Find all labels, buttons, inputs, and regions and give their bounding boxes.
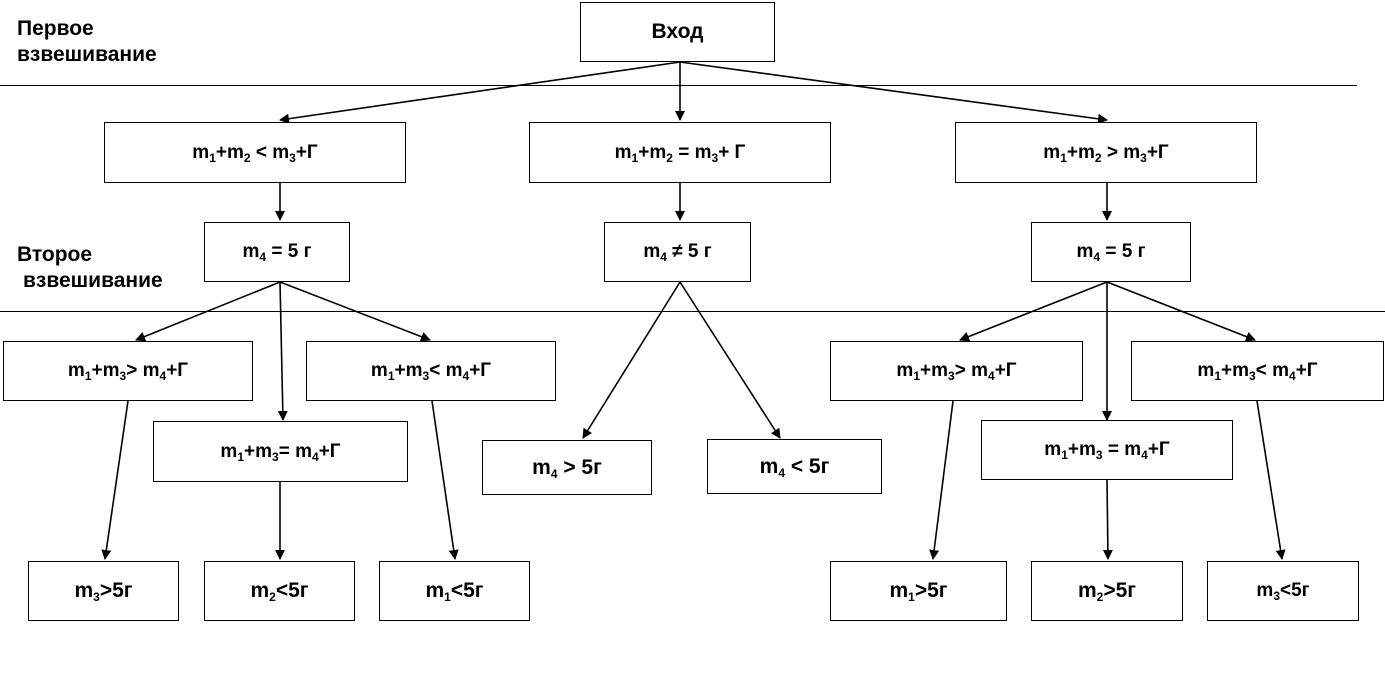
node-left-comparison: m1+m2 < m3+Г (104, 122, 406, 183)
arrow-entry-right (679, 61, 1108, 124)
node-left-m4: m4 = 5 г (204, 222, 350, 282)
arrow-llt-res3 (431, 400, 459, 560)
arrow-lm4-eq (277, 281, 288, 421)
arrow-rlt-res6 (1256, 400, 1286, 560)
node-mid-comparison: m1+m2 = m3+ Г (529, 122, 831, 183)
arrow-lgt-res1 (101, 400, 129, 560)
node-right-comparison: m1+m2 > m3+Г (955, 122, 1257, 183)
result-m2-lt: m2<5г (204, 561, 355, 621)
entry-node: Вход (580, 2, 775, 62)
result-m3-gt: m3>5г (28, 561, 179, 621)
node-mid-lt: m4 < 5г (707, 439, 882, 494)
arrow-rgt-res4 (929, 400, 954, 560)
node-right-eq: m1+m3 = m4+Г (981, 420, 1233, 480)
first-weighing-label: Первое взвешивание (17, 17, 157, 66)
node-left-eq: m1+m3= m4+Г (153, 421, 408, 482)
node-mid-gt: m4 > 5г (482, 440, 652, 495)
node-mid-m4: m4 ≠ 5 г (604, 222, 751, 282)
node-left-lt: m1+m3< m4+Г (306, 341, 556, 401)
arrow-req-res5 (1102, 479, 1113, 560)
node-left-gt: m1+m3> m4+Г (3, 341, 253, 401)
divider-first (0, 85, 1357, 86)
result-m3-lt: m3<5г (1207, 561, 1359, 621)
node-right-lt: m1+m3< m4+Г (1131, 341, 1384, 401)
result-m1-lt: m1<5г (379, 561, 530, 621)
arrow-mm4-gt (582, 281, 681, 439)
divider-second (0, 311, 1385, 312)
arrow-mm4-lt (679, 281, 781, 439)
node-right-gt: m1+m3> m4+Г (830, 341, 1083, 401)
second-weighing-label: Второе взвешивание (17, 243, 163, 292)
arrow-entry-left (279, 61, 681, 124)
result-m1-gt: m1>5г (830, 561, 1007, 621)
node-right-m4: m4 = 5 г (1031, 222, 1191, 282)
result-m2-gt: m2>5г (1031, 561, 1183, 621)
